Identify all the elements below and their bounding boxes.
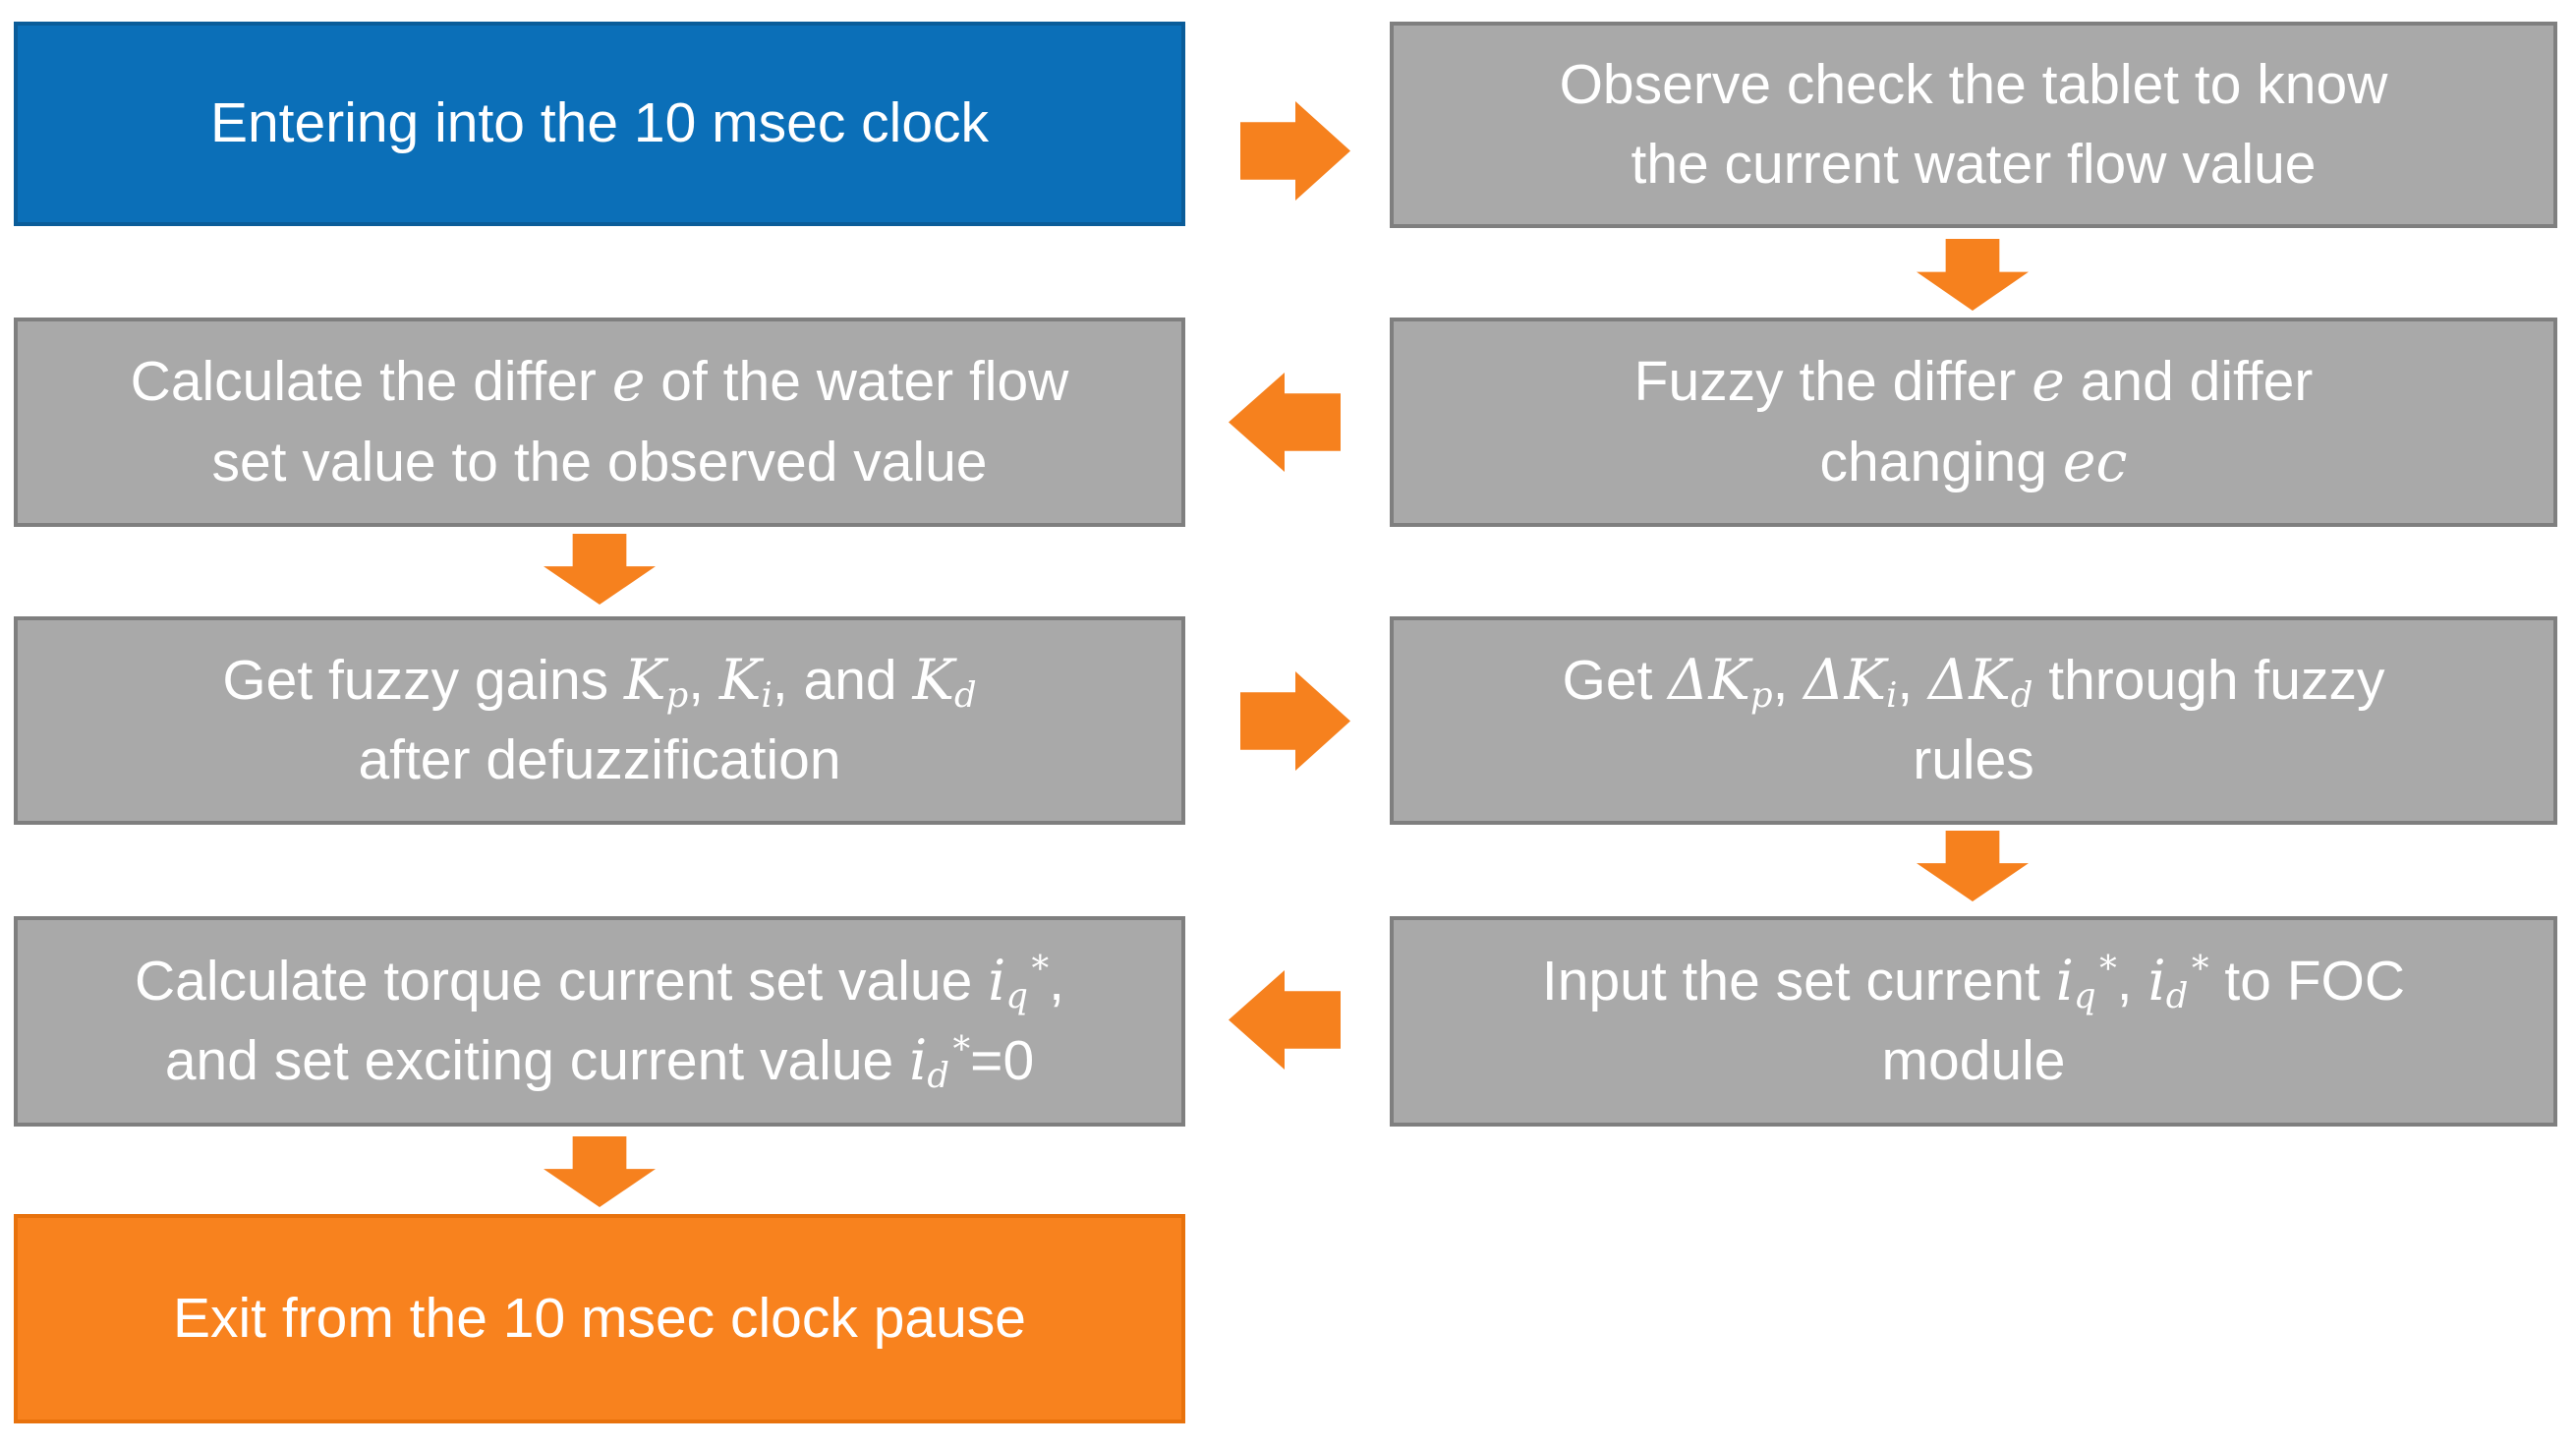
box-entering-clock: Entering into the 10 msec clock — [14, 22, 1185, 226]
flow-arrow-right-icon — [1240, 671, 1350, 771]
box-calculate-torque-current: Calculate torque current set value iq*,a… — [14, 916, 1185, 1127]
flow-arrow-down-icon — [544, 534, 656, 605]
flow-arrow-down-icon — [1917, 831, 2029, 901]
box-calculate-differ: Calculate the differ e of the water flow… — [14, 318, 1185, 527]
flow-arrow-down-icon — [544, 1136, 656, 1207]
flow-arrow-left-icon — [1229, 373, 1341, 472]
flow-arrow-left-icon — [1229, 970, 1341, 1070]
box-exit-clock: Exit from the 10 msec clock pause — [14, 1214, 1185, 1423]
flow-arrow-right-icon — [1240, 101, 1350, 201]
flow-arrow-down-icon — [1917, 239, 2029, 311]
